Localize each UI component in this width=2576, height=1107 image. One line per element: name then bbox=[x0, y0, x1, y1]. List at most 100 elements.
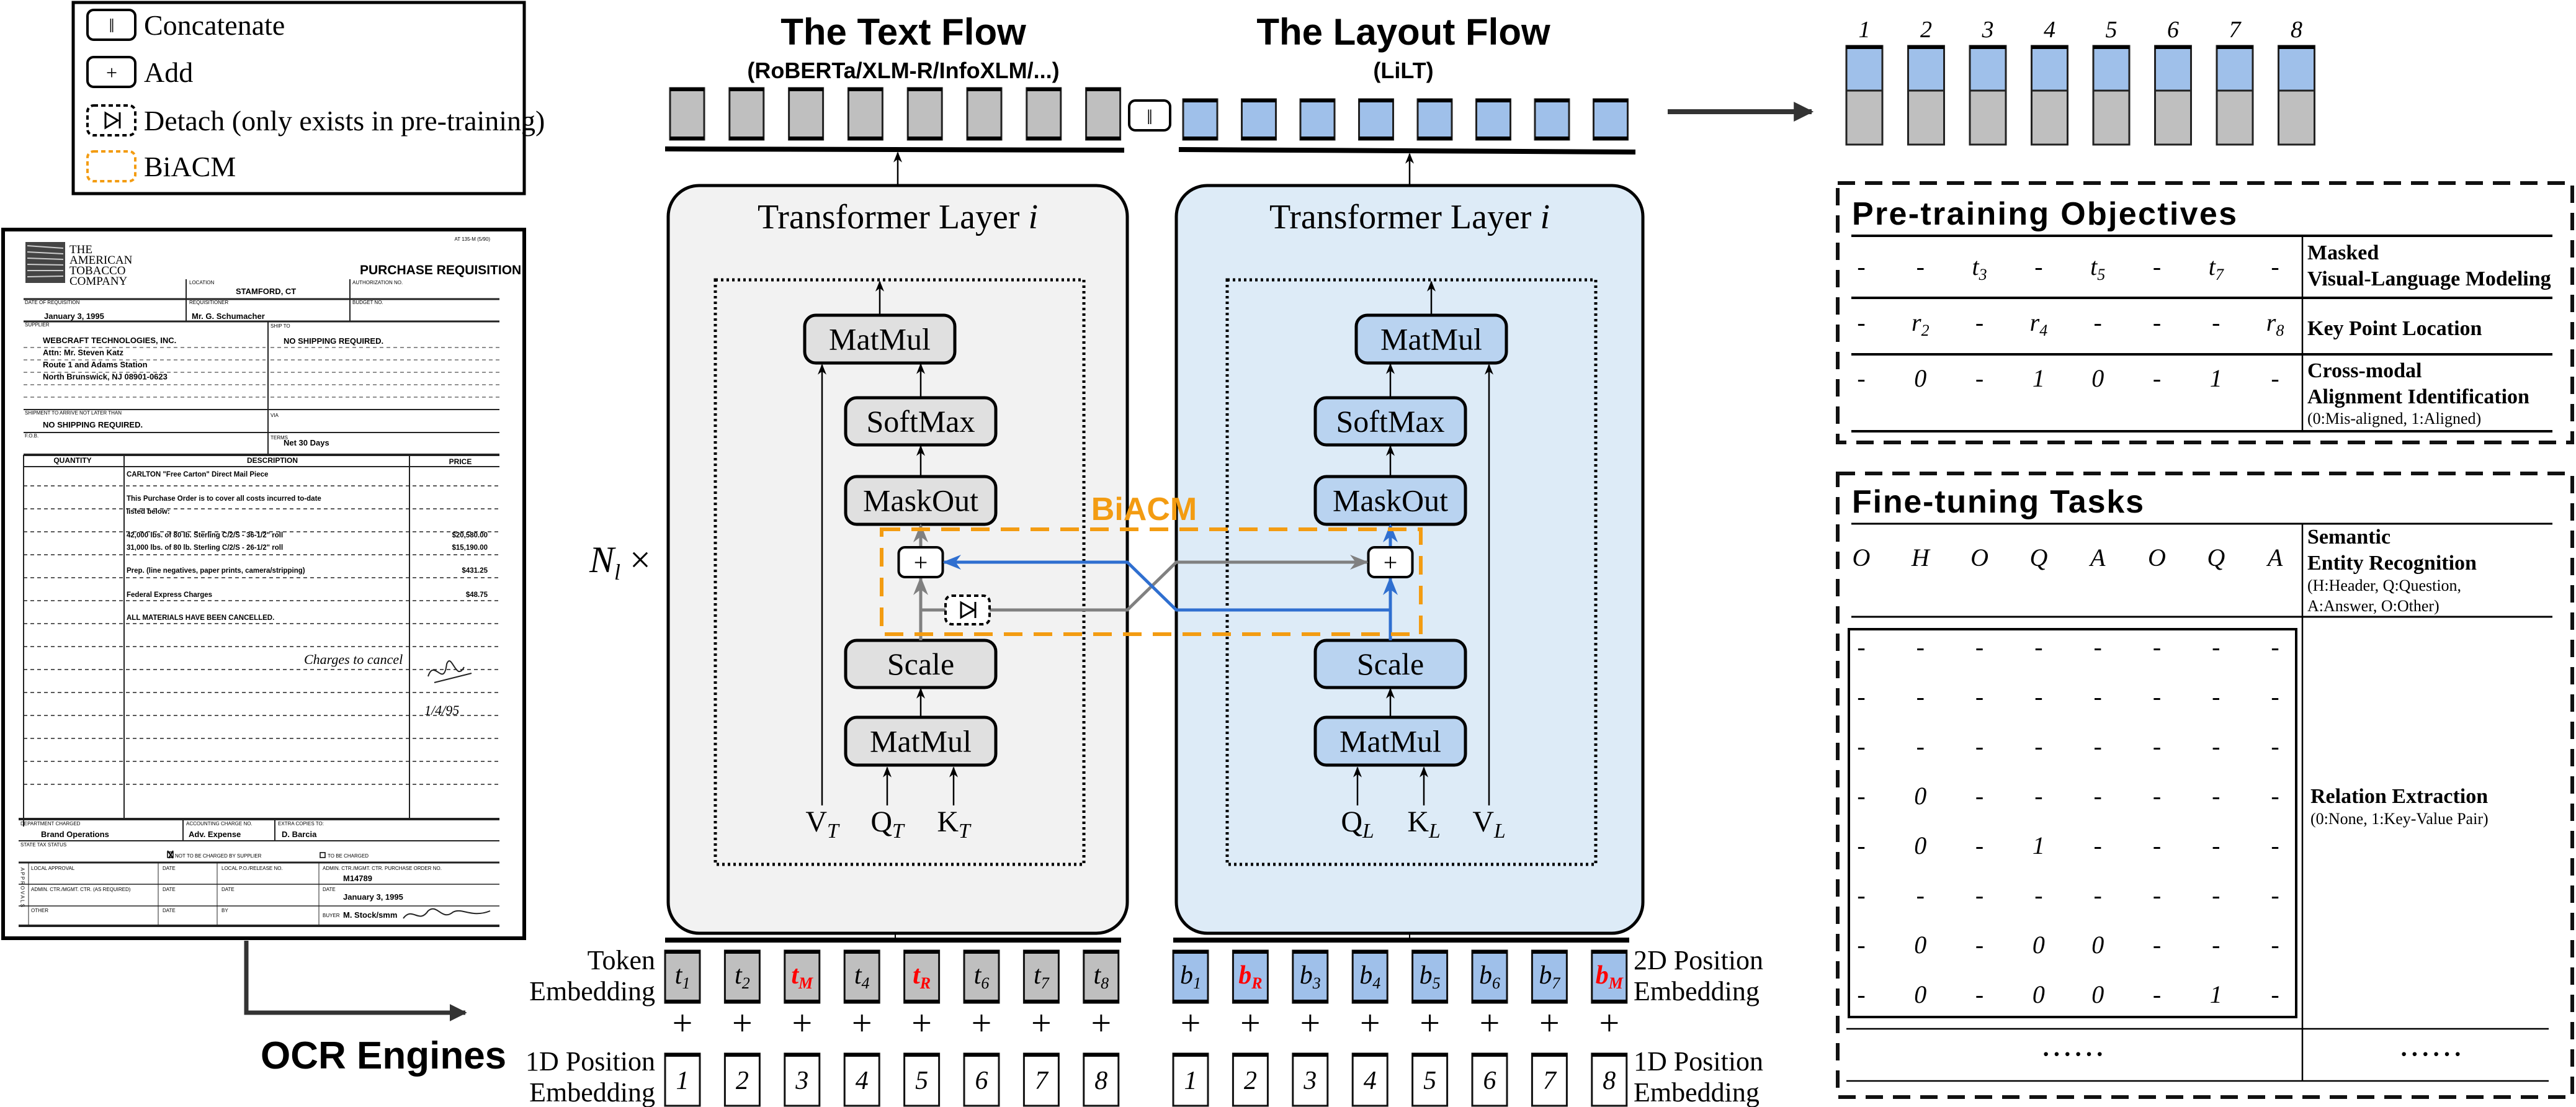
re-matrix-cell: - bbox=[1857, 881, 1865, 909]
layout-layer-title: Transformer Layer i bbox=[1269, 198, 1550, 236]
re-matrix-cell: - bbox=[1857, 782, 1865, 810]
re-matrix-cell: - bbox=[2153, 633, 2161, 661]
layout-softmax-label: SoftMax bbox=[1336, 404, 1445, 439]
layout-token-label-base: b bbox=[1420, 961, 1433, 990]
objective-cell-subscript: 5 bbox=[2097, 266, 2105, 284]
re-matrix-cell: - bbox=[2271, 683, 2279, 710]
text-input-v-subscript: T bbox=[827, 820, 840, 843]
legend-label: Detach (only exists in pre-training) bbox=[144, 105, 545, 137]
description-header: DESCRIPTION bbox=[247, 456, 298, 465]
detach-icon bbox=[86, 104, 136, 137]
ser-label-cell: Q bbox=[2207, 544, 2225, 571]
output-index: 6 bbox=[2167, 17, 2179, 43]
re-matrix-cell: - bbox=[2034, 633, 2042, 661]
re-matrix-cell: - bbox=[1857, 831, 1865, 859]
form-label-date2: DATE bbox=[163, 887, 176, 892]
text-attention-block bbox=[713, 278, 1086, 866]
ser-note: A:Answer, O:Other) bbox=[2307, 597, 2440, 615]
re-matrix-cell: - bbox=[2212, 831, 2220, 859]
text-token-label: t2 bbox=[735, 961, 750, 992]
embedding-add-symbol: + bbox=[972, 1003, 992, 1043]
text-maskout: MaskOut bbox=[844, 475, 998, 526]
handwritten-note: Charges to cancel bbox=[304, 652, 403, 667]
layout-embedding-token bbox=[1292, 949, 1329, 1004]
objective-cell: t7 bbox=[2209, 253, 2224, 284]
objective-cell: 1 bbox=[2033, 364, 2045, 392]
layout-attention-block bbox=[1225, 278, 1598, 866]
masked-text-token-label-subscript: R bbox=[919, 974, 931, 992]
logo-hatch bbox=[27, 264, 64, 266]
objective-name: Alignment Identification bbox=[2307, 385, 2529, 408]
pretraining-objectives-panel: Pre-training Objectives--t3-t5-t7-Masked… bbox=[1836, 181, 2574, 444]
form-label-by: BY bbox=[221, 908, 228, 913]
form-label-local-po: LOCAL P.O./RELEASE NO. bbox=[221, 866, 283, 871]
legend-item: BiACM bbox=[86, 150, 236, 182]
layout-output-token bbox=[1416, 98, 1453, 141]
legend-label: BiACM bbox=[144, 151, 236, 182]
price-header: PRICE bbox=[449, 457, 472, 466]
form-label-location: LOCATION bbox=[189, 280, 215, 285]
ser-note: (H:Header, Q:Question, bbox=[2307, 576, 2461, 594]
form-value-terms: Net 30 Days bbox=[284, 438, 329, 447]
objective-cell-base: t bbox=[1972, 253, 1980, 280]
finetuning-title: Fine-tuning Tasks bbox=[1852, 484, 2144, 520]
objective-cell: t5 bbox=[2090, 253, 2105, 284]
output-index: 3 bbox=[1982, 17, 1994, 43]
text-softmax-label: SoftMax bbox=[867, 404, 975, 439]
output-index: 4 bbox=[2044, 17, 2055, 43]
form-value-extra-copies: D. Barcia bbox=[282, 830, 317, 839]
text-matmul-bottom: MatMul bbox=[844, 715, 998, 767]
text-position-label: 3 bbox=[795, 1067, 808, 1095]
layout-position-label: 4 bbox=[1364, 1067, 1377, 1095]
form-value-date: January 3, 1995 bbox=[44, 311, 104, 321]
joint-output-layout-part bbox=[1845, 45, 1884, 92]
joint-output-layout-part bbox=[1907, 45, 1945, 92]
embedding-add-symbol: + bbox=[1240, 1003, 1261, 1043]
re-matrix-cell: - bbox=[1857, 980, 1865, 1008]
not-charged-checkbox bbox=[167, 851, 174, 858]
text-token-label-base: t bbox=[1093, 961, 1101, 990]
layout-position-label: 2 bbox=[1244, 1067, 1257, 1095]
re-matrix-cell: - bbox=[2271, 980, 2279, 1008]
objective-note: (0:Mis-aligned, 1:Aligned) bbox=[2307, 410, 2481, 428]
text-output-token bbox=[788, 87, 825, 141]
form-value-shipment: NO SHIPPING REQUIRED. bbox=[43, 420, 143, 429]
objective-cell-base: t bbox=[2209, 253, 2216, 280]
re-matrix-cell: - bbox=[1975, 683, 1983, 710]
layout-token-label: b6 bbox=[1479, 961, 1500, 992]
layout-token-label-subscript: 5 bbox=[1433, 974, 1441, 992]
layout-maskout-label: MaskOut bbox=[1333, 483, 1448, 518]
text-layer-title: Transformer Layer i bbox=[758, 198, 1038, 236]
joint-output-layout-part bbox=[2031, 45, 2068, 92]
text-output-token bbox=[847, 87, 883, 141]
ser-label-cell: O bbox=[1970, 544, 1988, 571]
objective-cell-base: r bbox=[1912, 308, 1921, 336]
re-matrix-cell: - bbox=[1916, 683, 1925, 710]
pretraining-title: Pre-training Objectives bbox=[1852, 196, 2237, 232]
line-item-description: 42,000 lbs. of 80 lb. Sterling C/2/S - 3… bbox=[127, 532, 283, 539]
objective-cell-base: r bbox=[2266, 308, 2276, 336]
objective-cell: - bbox=[2212, 308, 2220, 336]
form-value-accounting: Adv. Expense bbox=[189, 830, 241, 839]
ser-label-cell: Q bbox=[2029, 544, 2047, 571]
form-label-ship-to: SHIP TO bbox=[271, 323, 290, 329]
layer-count-label: Nl × bbox=[589, 539, 651, 585]
re-matrix-cell: - bbox=[2271, 633, 2279, 661]
layout-position-label: 6 bbox=[1483, 1067, 1496, 1095]
layout-input-v-subscript: L bbox=[1493, 820, 1506, 843]
form-value-department: Brand Operations bbox=[41, 830, 109, 839]
ser-label-cell: O bbox=[2148, 544, 2166, 571]
layout-position-label: 8 bbox=[1603, 1067, 1616, 1095]
layout-position-box bbox=[1591, 1052, 1628, 1107]
supplier-line: North Brunswick, NJ 08901-0623 bbox=[43, 372, 168, 382]
embedding-add-symbol: + bbox=[852, 1003, 872, 1043]
form-label-shipment: SHIPMENT TO ARRIVE NOT LATER THAN bbox=[25, 410, 122, 416]
text-token-label-base: t bbox=[1034, 961, 1042, 990]
embedding-add-symbol: + bbox=[673, 1003, 693, 1043]
objective-name: Cross-modal bbox=[2307, 359, 2422, 382]
text-softmax: SoftMax bbox=[844, 396, 998, 447]
text-input-q-base: Q bbox=[870, 805, 892, 838]
text-input-v-base: V bbox=[805, 805, 827, 838]
layout-add-node: + bbox=[1367, 546, 1414, 578]
